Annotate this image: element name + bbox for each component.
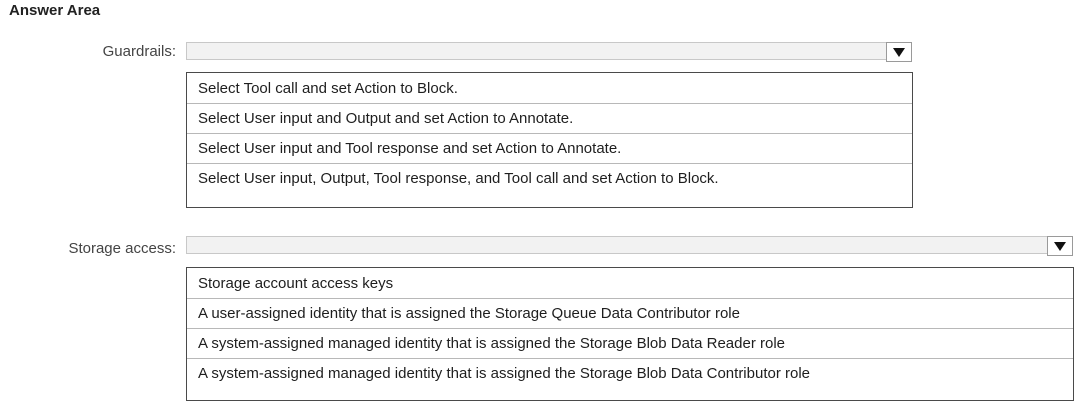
storage-access-option-4[interactable]: A system-assigned managed identity that …: [198, 365, 811, 382]
storage-access-dropdown[interactable]: [186, 236, 1073, 256]
guardrails-option-3[interactable]: Select User input and Tool response and …: [187, 134, 912, 164]
guardrails-label: Guardrails:: [102, 43, 176, 60]
guardrails-option-2[interactable]: Select User input and Output and set Act…: [187, 104, 912, 134]
storage-access-options-list: Storage account access keys A user-assig…: [186, 267, 1074, 401]
guardrails-options-list: Select Tool call and set Action to Block…: [186, 72, 913, 208]
storage-access-option-2[interactable]: A user-assigned identity that is assigne…: [187, 299, 1073, 329]
storage-access-label: Storage access:: [68, 240, 176, 257]
storage-access-option-3[interactable]: A system-assigned managed identity that …: [187, 329, 1073, 359]
guardrails-dropdown[interactable]: [186, 42, 912, 62]
answer-area-title: Answer Area: [9, 2, 101, 19]
guardrails-option-4[interactable]: Select User input, Output, Tool response…: [198, 170, 719, 187]
storage-access-option-1[interactable]: Storage account access keys: [187, 269, 1073, 299]
chevron-down-icon[interactable]: [886, 42, 912, 62]
guardrails-option-1[interactable]: Select Tool call and set Action to Block…: [187, 74, 912, 104]
chevron-down-icon[interactable]: [1047, 236, 1073, 256]
